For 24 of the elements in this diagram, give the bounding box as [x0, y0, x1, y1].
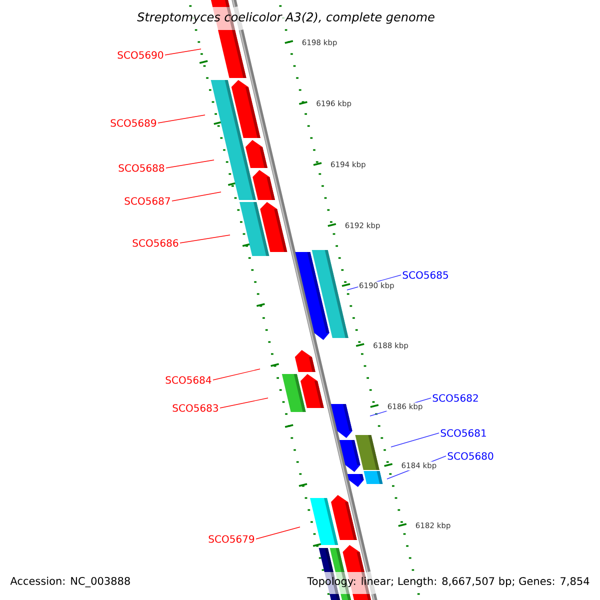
- gene-label: SCO5680: [448, 452, 494, 460]
- gene-label: SCO5679: [208, 535, 254, 543]
- gene-label: SCO5688: [118, 164, 164, 172]
- leader-line: [220, 398, 268, 408]
- gene-label: SCO5681: [440, 429, 486, 437]
- gene-label: SCO5690: [118, 51, 164, 59]
- leader-line: [166, 160, 214, 168]
- gene-label: SCO5685: [402, 271, 448, 279]
- gene-label: SCO5683: [172, 404, 218, 412]
- leader-line: [256, 526, 300, 540]
- leader-line: [158, 114, 206, 124]
- gene-label: SCO5687: [124, 197, 170, 205]
- gene-label: SCO5686: [132, 239, 178, 247]
- leader-line: [390, 432, 440, 448]
- leader-line: [164, 48, 202, 56]
- gene-label: SCO5682: [432, 394, 478, 402]
- genome-info: Topology: linear; Length: 8,667,507 bp; Genes: 7,854: [307, 576, 590, 588]
- leader-line: [180, 234, 230, 244]
- leader-line: [172, 192, 222, 202]
- gene-label: SCO5684: [166, 376, 212, 384]
- title: Streptomyces coelicolor A3(2), complete genome: [137, 12, 434, 24]
- gene-label: SCO5689: [110, 119, 156, 127]
- leader-line: [212, 368, 260, 380]
- accession-label: Accession: NC_003888: [10, 576, 130, 588]
